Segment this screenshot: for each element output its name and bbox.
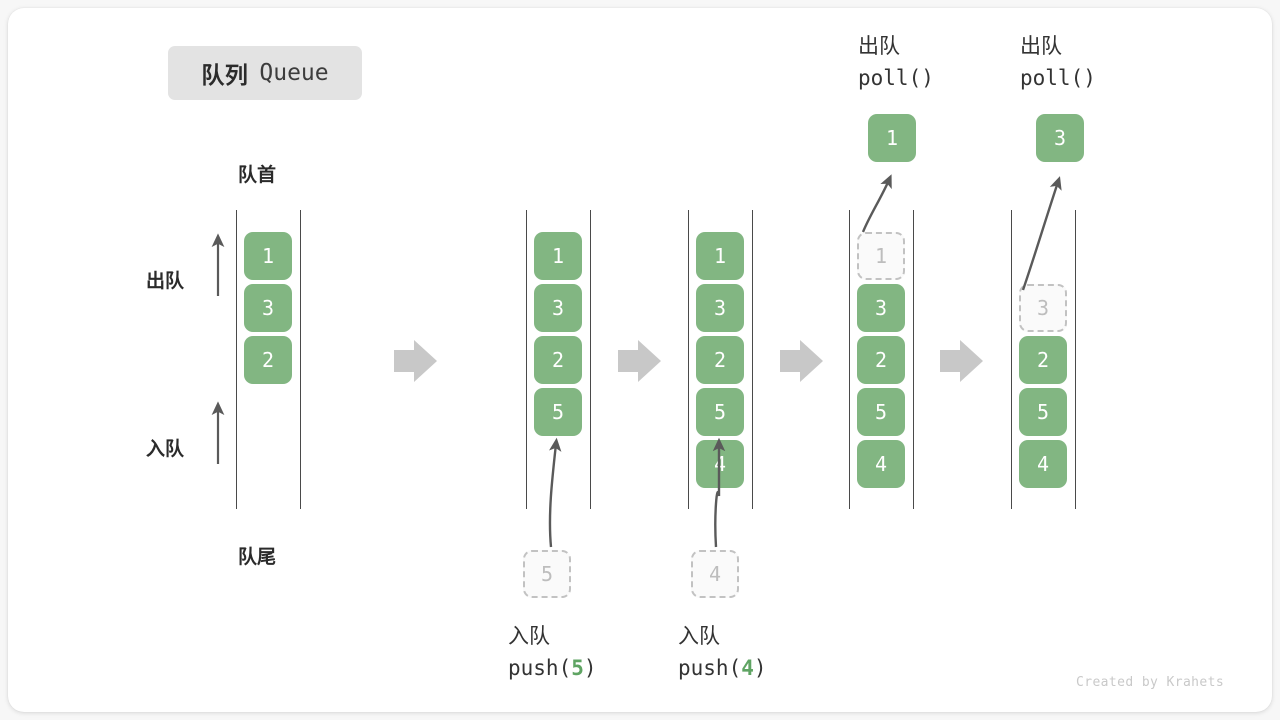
queue-cell: 3	[696, 284, 744, 332]
queue-rail-right	[913, 210, 914, 509]
queue-cell: 2	[1019, 336, 1067, 384]
op-label-poll-1-cn: 出队	[858, 35, 900, 58]
op-label-poll-1-call: poll()	[858, 66, 934, 90]
queue-cell: 5	[857, 388, 905, 436]
title-chinese: 队列	[201, 62, 249, 88]
push-4-close: )	[753, 656, 767, 680]
queue-cell: 1	[696, 232, 744, 280]
queue-front-label: 队首	[238, 165, 277, 186]
op-label-poll-2-call: poll()	[1020, 66, 1096, 90]
queue-rail-left	[526, 210, 527, 509]
title-english: Queue	[259, 60, 329, 86]
queue-cell: 5	[696, 388, 744, 436]
queue-cell: 2	[696, 336, 744, 384]
queue-rail-left	[688, 210, 689, 509]
queue-cell: 2	[534, 336, 582, 384]
op-label-push-4-cn: 入队	[678, 625, 720, 648]
queue-rail-right	[590, 210, 591, 509]
queue-cell: 3	[534, 284, 582, 332]
queue-cell: 1	[244, 232, 292, 280]
queue-cell: 2	[857, 336, 905, 384]
queue-rail-left	[849, 210, 850, 509]
queue-cell: 5	[1019, 388, 1067, 436]
popped-element-3: 3	[1036, 114, 1084, 162]
push-4-fn: push(	[678, 656, 742, 680]
push-5-close: )	[583, 656, 597, 680]
incoming-element-5: 5	[523, 550, 571, 598]
push-4-arg: 4	[741, 656, 754, 680]
queue-cell: 4	[696, 440, 744, 488]
credit-text: Created by Krahets	[1076, 675, 1225, 690]
queue-cell: 5	[534, 388, 582, 436]
queue-rail-right	[300, 210, 301, 509]
diagram-card	[8, 8, 1272, 712]
queue-rail-left	[236, 210, 237, 509]
op-label-poll-2-cn: 出队	[1020, 35, 1062, 58]
queue-rail-right	[752, 210, 753, 509]
queue-cell: 1	[857, 232, 905, 280]
queue-rail-right	[1075, 210, 1076, 509]
diagram-title-badge: 队列 Queue	[168, 46, 362, 100]
dequeue-direction-label: 出队	[146, 271, 185, 292]
queue-rear-label: 队尾	[238, 547, 277, 568]
queue-cell: 4	[857, 440, 905, 488]
incoming-element-4: 4	[691, 550, 739, 598]
popped-element-1: 1	[868, 114, 916, 162]
push-5-fn: push(	[508, 656, 572, 680]
op-label-push-5-cn: 入队	[508, 625, 550, 648]
queue-cell: 3	[1019, 284, 1067, 332]
queue-cell: 3	[244, 284, 292, 332]
queue-rail-left	[1011, 210, 1012, 509]
op-label-push-4-call: push(4)	[678, 656, 767, 680]
enqueue-direction-label: 入队	[146, 439, 185, 460]
queue-cell: 3	[857, 284, 905, 332]
op-label-push-5-call: push(5)	[508, 656, 597, 680]
queue-cell: 2	[244, 336, 292, 384]
queue-cell: 1	[534, 232, 582, 280]
queue-cell: 4	[1019, 440, 1067, 488]
push-5-arg: 5	[571, 656, 584, 680]
